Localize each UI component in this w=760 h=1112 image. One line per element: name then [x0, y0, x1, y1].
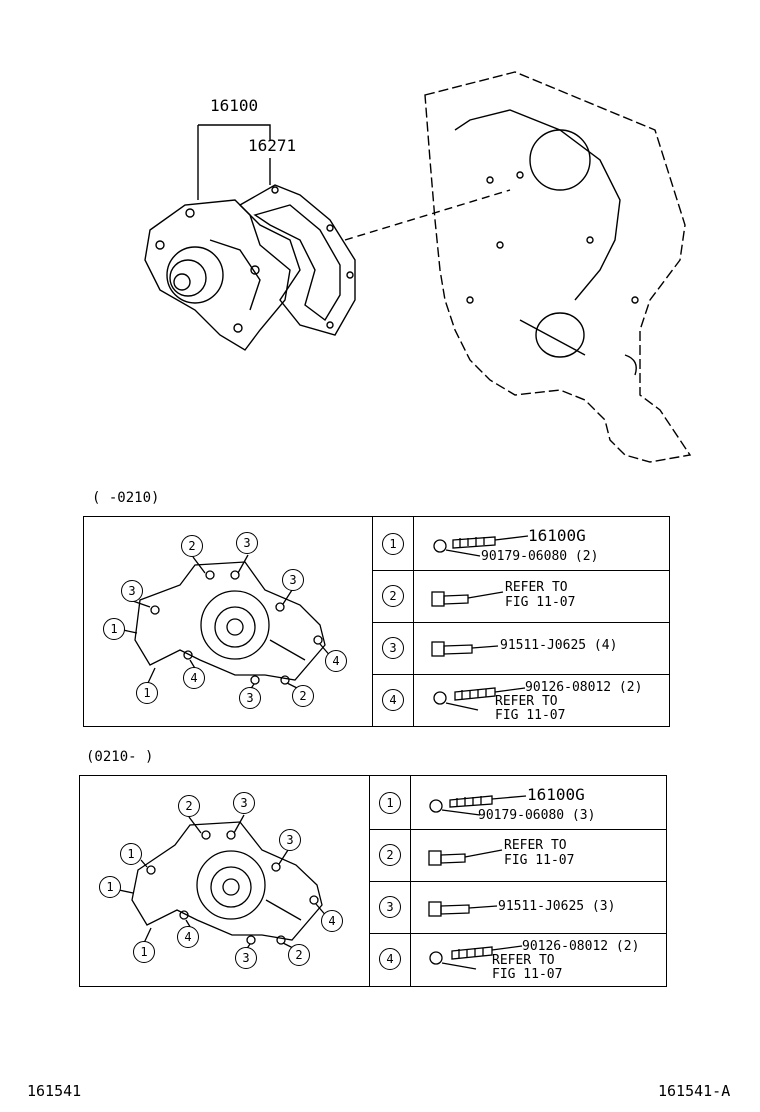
table2-callout: 1 [120, 843, 142, 865]
table2-callout: 1 [99, 876, 121, 898]
table2-row-index: 2 [379, 844, 401, 866]
table2-callout: 4 [321, 910, 343, 932]
table1-row-divider [372, 622, 670, 623]
table2-callout: 2 [178, 795, 200, 817]
table2-row-index: 1 [379, 792, 401, 814]
table2-callout: 2 [288, 944, 310, 966]
footer-illustration-id: 161541 [27, 1082, 82, 1100]
table2-callout: 3 [235, 947, 257, 969]
footer-illustration-id-revision: 161541-A [658, 1082, 731, 1100]
table2-range-label: (0210- ) [86, 749, 154, 765]
gasket-part-number: 16271 [248, 136, 297, 155]
table1-callout: 2 [292, 685, 314, 707]
table2-callout: 4 [177, 926, 199, 948]
table1-row1-line1: 16100G [528, 526, 586, 545]
table1-row4-line1: 90126-08012 (2) [525, 680, 643, 695]
table1-callout: 1 [103, 618, 125, 640]
table1-parts-column [413, 516, 670, 727]
table1-row2-line1: REFER TO [505, 580, 568, 595]
table2-row3-line1: 91511-J0625 (3) [498, 899, 616, 914]
table2-row4-line3: FIG 11-07 [492, 967, 563, 982]
table1-row2-line2: FIG 11-07 [505, 595, 576, 610]
table2-row4-line1: 90126-08012 (2) [522, 939, 640, 954]
table1-row-index: 1 [382, 533, 404, 555]
water-pump-assembly-illustration [144, 71, 692, 463]
table1-callout: 3 [236, 532, 258, 554]
table2-row2-line2: FIG 11-07 [504, 853, 575, 868]
table1-row1-line2: 90179-06080 (2) [481, 549, 599, 564]
table1-row-index: 3 [382, 637, 404, 659]
table1-callout: 4 [183, 667, 205, 689]
table2-row-index: 3 [379, 896, 401, 918]
table2-row-divider [369, 881, 667, 882]
table2-callout: 3 [279, 829, 301, 851]
table2-callout: 1 [133, 941, 155, 963]
table1-row-divider [372, 674, 670, 675]
table2-row-divider [369, 829, 667, 830]
table2-row-divider [369, 933, 667, 934]
pump-part-number: 16100 [210, 96, 259, 115]
table1-row3-line1: 91511-J0625 (4) [500, 638, 618, 653]
table2-callout: 3 [233, 792, 255, 814]
table1-callout: 3 [121, 580, 143, 602]
table1-row4-line3: FIG 11-07 [495, 708, 566, 723]
table1-row-index: 4 [382, 689, 404, 711]
table1-callout: 2 [181, 535, 203, 557]
table1-row-divider [372, 570, 670, 571]
table1-callout: 4 [325, 650, 347, 672]
table2-row2-line1: REFER TO [504, 838, 567, 853]
table1-callout: 1 [136, 682, 158, 704]
table1-row-index: 2 [382, 585, 404, 607]
table2-row4-line2: REFER TO [492, 953, 555, 968]
table2-row-index: 4 [379, 948, 401, 970]
table1-range-label: ( -0210) [92, 490, 160, 506]
table1-callout: 3 [282, 569, 304, 591]
table2-row1-line2: 90179-06080 (3) [478, 808, 596, 823]
table1-row4-line2: REFER TO [495, 694, 558, 709]
table1-callout: 3 [239, 687, 261, 709]
table2-row1-line1: 16100G [527, 785, 585, 804]
